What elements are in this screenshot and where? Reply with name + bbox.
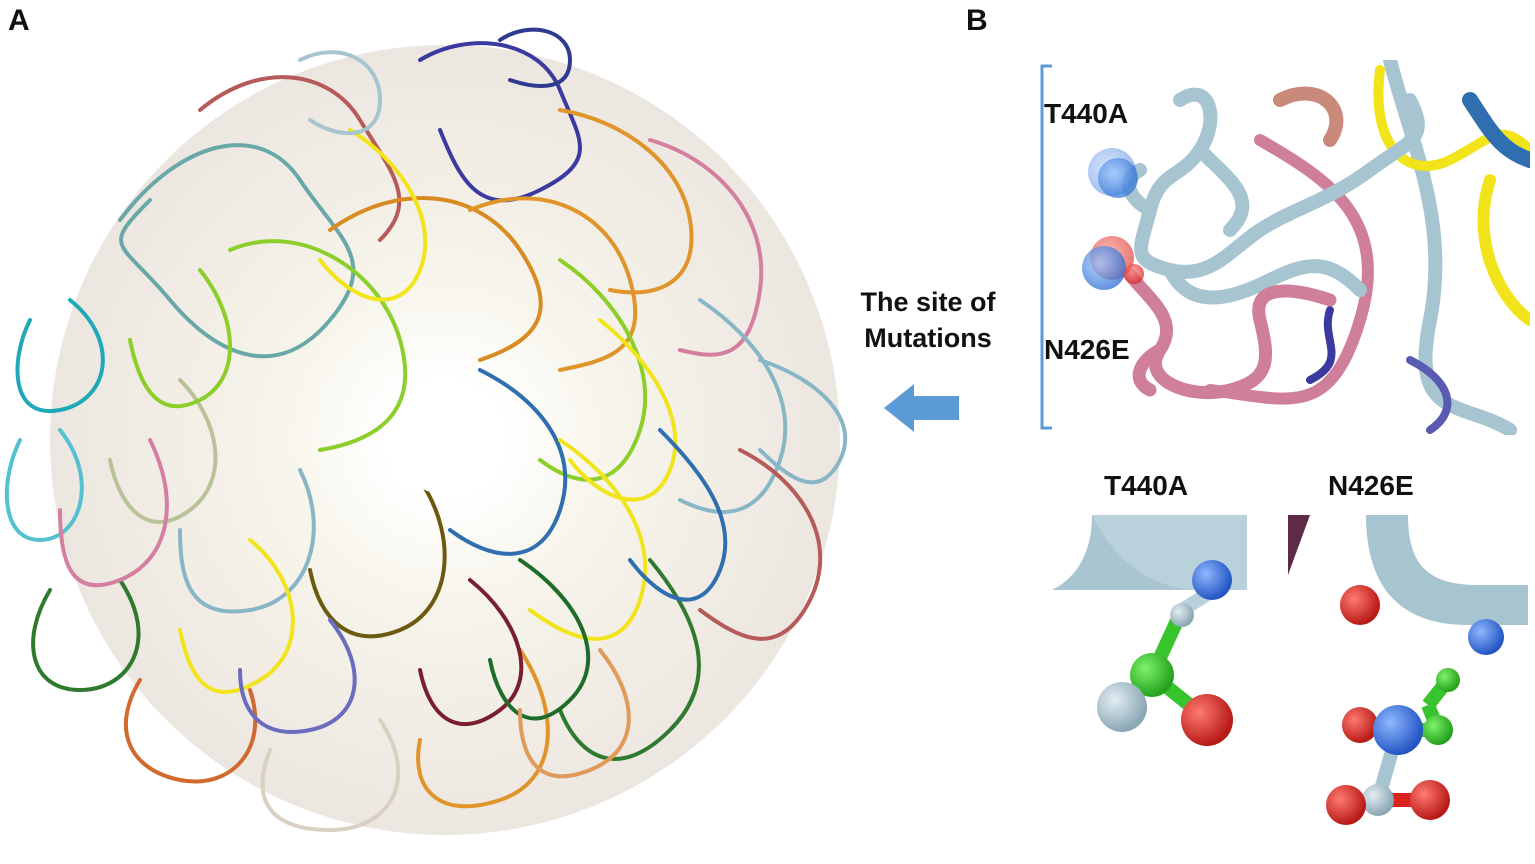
panel-a-letter: A <box>8 4 30 37</box>
panel-b-letter: B <box>966 4 988 37</box>
left-arrow-icon <box>884 384 959 432</box>
inset-label-n426e: N426E <box>1328 470 1414 501</box>
mutation-zoom-image <box>1040 60 1530 435</box>
mutation-site-caption-line2: Mutations <box>864 323 992 353</box>
mutation-site-caption: The site of Mutations <box>838 284 1018 356</box>
n426e-residue-image <box>1288 515 1528 855</box>
t440a-residue-image <box>1052 515 1247 746</box>
mutation-site-caption-line1: The site of <box>860 287 996 317</box>
zoom-label-t440a: T440A <box>1044 98 1129 129</box>
inset-label-t440a: T440A <box>1104 470 1189 501</box>
zoom-label-n426e: N426E <box>1044 334 1130 365</box>
capsid-structure-image <box>4 27 848 835</box>
